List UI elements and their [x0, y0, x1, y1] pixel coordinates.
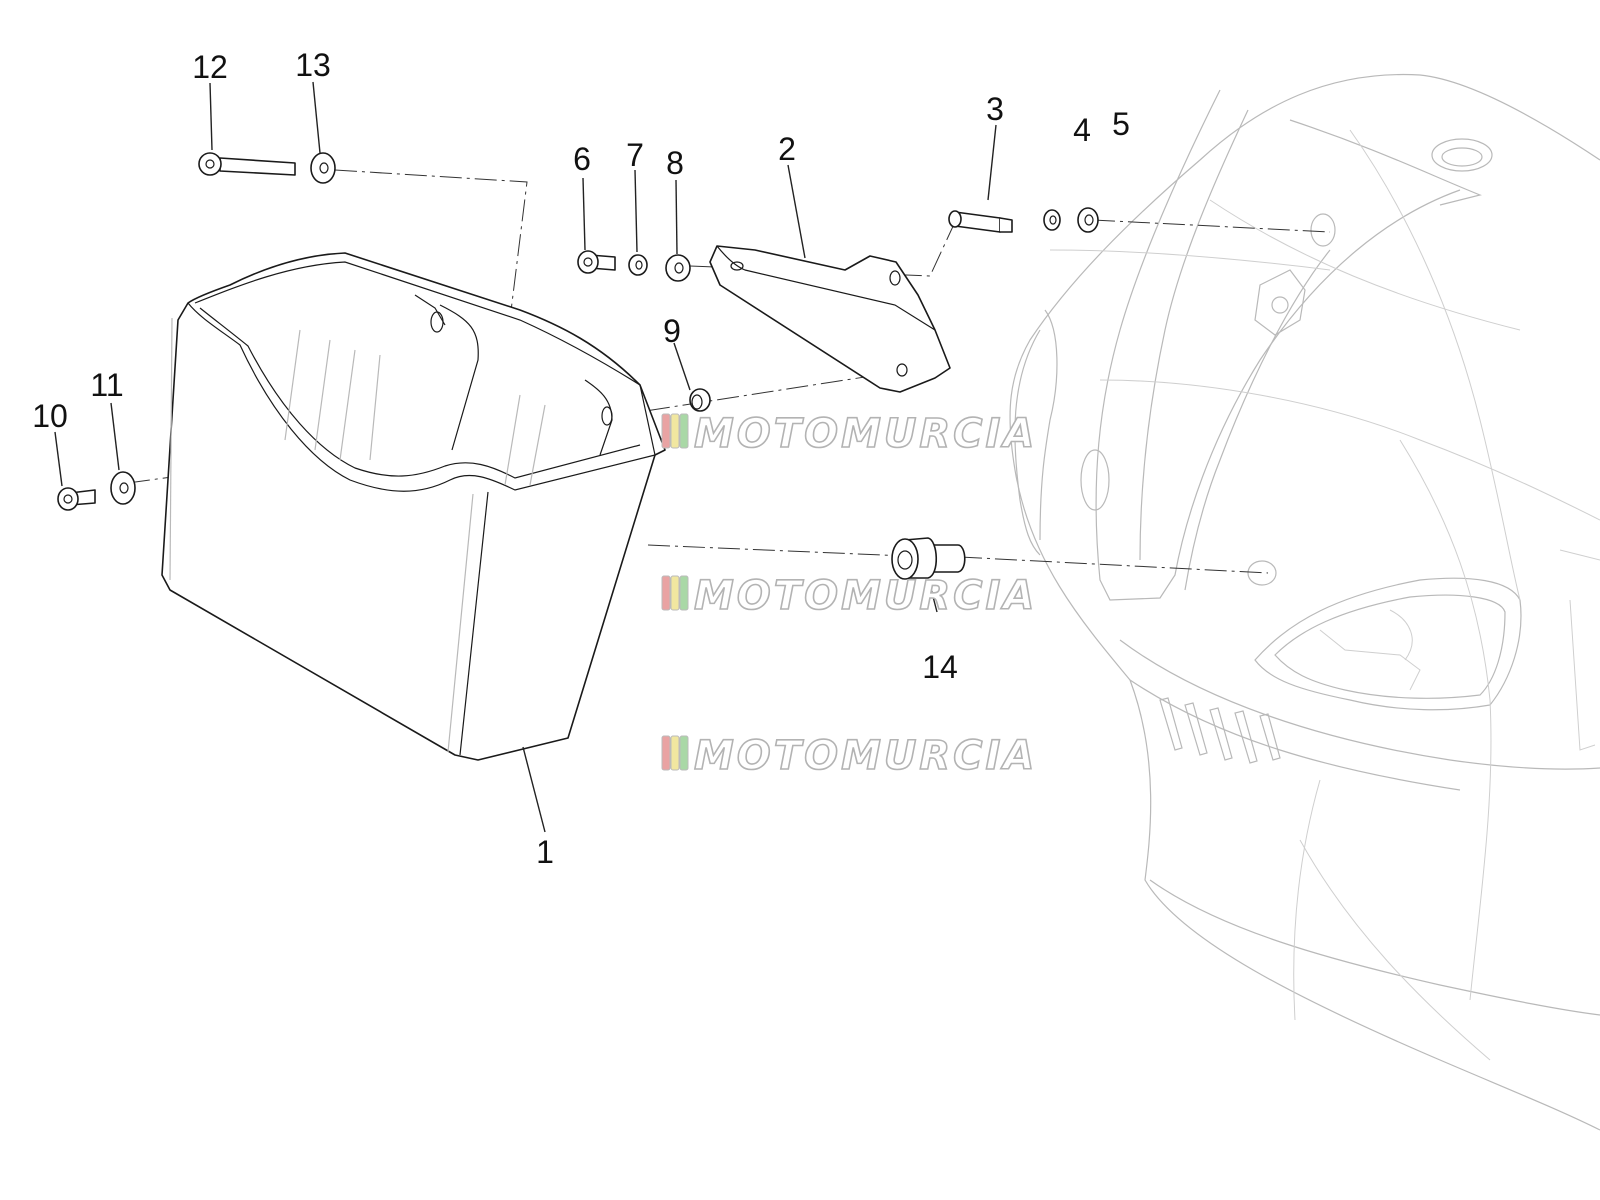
- watermark-stripe-green: [679, 575, 689, 611]
- rubber-bushing-14: [891, 537, 966, 580]
- callout-4: 4: [1073, 112, 1091, 148]
- long-screw-12: [198, 152, 296, 176]
- bracket-plate: [709, 245, 951, 393]
- callout-12: 12: [192, 49, 228, 85]
- callout-6: 6: [573, 141, 591, 177]
- washer-8: [665, 254, 691, 282]
- watermark-3: MOTOMURCIA: [661, 732, 1037, 780]
- callout-8: 8: [666, 145, 684, 181]
- screw-6: [577, 250, 616, 274]
- watermark-stripe-yellow: [670, 735, 680, 771]
- watermark-1: MOTOMURCIA: [661, 410, 1037, 458]
- callout-labels: 1 2 3 4 5 6 7 8 9 10 11 12 13 14: [32, 47, 1130, 870]
- washer-13: [310, 152, 336, 184]
- washer-11: [110, 471, 136, 505]
- watermark-stripe-yellow: [670, 575, 680, 611]
- watermark-text: MOTOMURCIA: [694, 733, 1037, 779]
- washer-4: [1043, 209, 1061, 231]
- washer-5: [1077, 207, 1099, 233]
- watermark-text: MOTOMURCIA: [694, 573, 1037, 619]
- watermark-stripe-red: [661, 413, 671, 449]
- screw-10: [57, 487, 96, 511]
- callout-14: 14: [922, 649, 958, 685]
- callout-5: 5: [1112, 106, 1130, 142]
- callout-1: 1: [536, 834, 554, 870]
- callout-10: 10: [32, 398, 68, 434]
- callout-11: 11: [90, 367, 123, 403]
- watermark-2: MOTOMURCIA: [661, 572, 1037, 620]
- watermark-stripe-green: [679, 735, 689, 771]
- storage-compartment: [161, 252, 666, 761]
- watermark-text: MOTOMURCIA: [694, 411, 1037, 457]
- callout-9: 9: [663, 313, 681, 349]
- watermark-stripe-red: [661, 575, 671, 611]
- callout-13: 13: [295, 47, 331, 83]
- clip-nut-9: [689, 388, 711, 412]
- leader-lines: [54, 81, 997, 833]
- callout-2: 2: [778, 131, 796, 167]
- spacer: [948, 210, 1013, 233]
- callout-3: 3: [986, 91, 1004, 127]
- callout-7: 7: [626, 137, 644, 173]
- watermark-stripe-red: [661, 735, 671, 771]
- watermark-stripe-yellow: [670, 413, 680, 449]
- washer-7: [628, 254, 648, 276]
- scooter-leg-shield: [1009, 73, 1600, 1131]
- watermark-stripe-green: [679, 413, 689, 449]
